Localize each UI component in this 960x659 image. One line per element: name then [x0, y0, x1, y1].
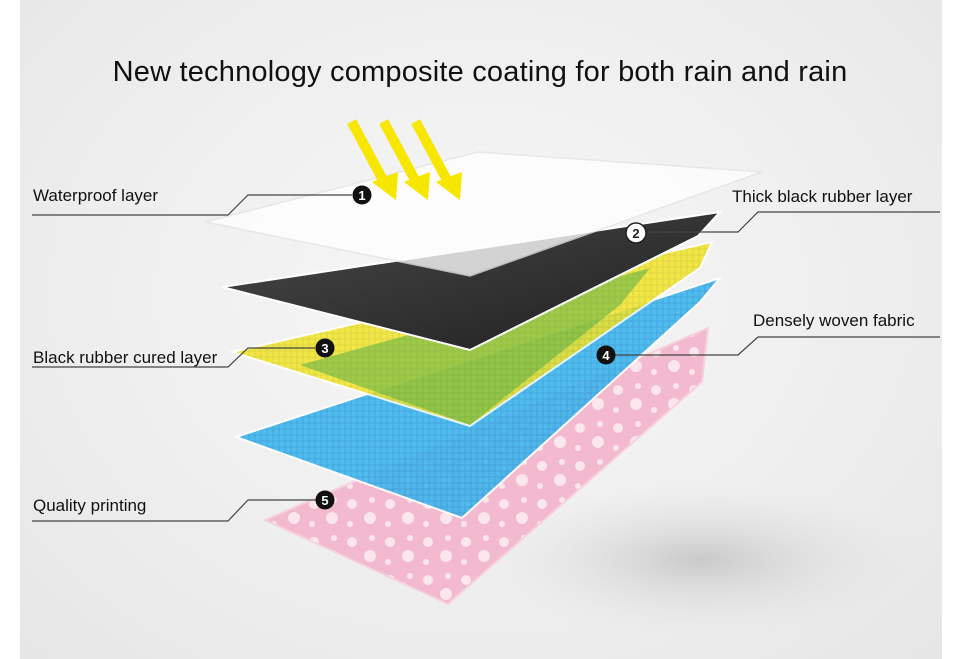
label-thick-black-rubber-layer: Thick black rubber layer — [732, 187, 913, 206]
leader-line-5 — [32, 499, 316, 522]
rain-arrows-icon — [347, 119, 462, 200]
svg-text:1: 1 — [358, 188, 365, 203]
leader-line-4 — [615, 336, 940, 356]
leader-line-1 — [32, 194, 352, 216]
badge-5: 5 — [315, 490, 335, 510]
svg-text:2: 2 — [632, 226, 639, 241]
leader-line-3 — [32, 347, 315, 368]
waterproof-layer — [204, 151, 763, 277]
label-waterproof-layer: Waterproof layer — [33, 186, 159, 205]
badge-4: 4 — [596, 345, 616, 365]
badge-2: 2 — [625, 222, 647, 244]
label-densely-woven-fabric: Densely woven fabric — [753, 311, 915, 330]
svg-text:3: 3 — [321, 341, 328, 356]
diagram-title: New technology composite coating for bot… — [112, 56, 848, 88]
ground-shadow — [470, 480, 930, 640]
badge-1: 1 — [352, 185, 372, 205]
svg-text:4: 4 — [602, 348, 610, 363]
svg-text:5: 5 — [321, 493, 328, 508]
leader-line-2 — [648, 211, 940, 233]
badge-3: 3 — [315, 338, 335, 358]
label-black-rubber-cured-layer: Black rubber cured layer — [33, 348, 218, 367]
label-quality-printing: Quality printing — [33, 496, 147, 515]
